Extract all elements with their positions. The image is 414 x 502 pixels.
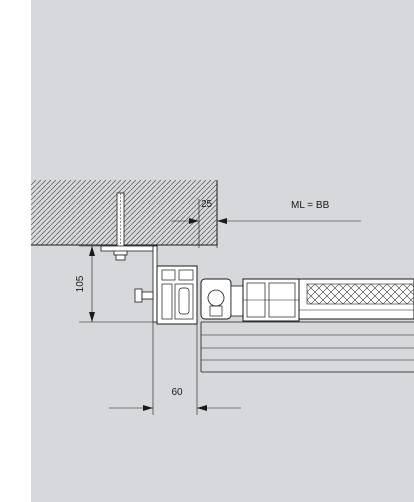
- door-leaf-profile: [242, 278, 300, 322]
- drawing-panel: 25 ML = BB 105 60: [31, 0, 414, 502]
- dimension-label-60: 60: [171, 387, 183, 398]
- dimension-label-25: 25: [201, 199, 213, 210]
- dimension-label-105: 105: [75, 275, 86, 292]
- insulated-panel: [298, 278, 414, 320]
- dimension-ml-bb: 25 ML = BB: [171, 199, 361, 248]
- technical-drawing: 25 ML = BB 105 60: [31, 180, 414, 415]
- dimension-label-ml-bb: ML = BB: [291, 200, 330, 211]
- dimension-height: 105: [75, 245, 157, 323]
- thermal-break: [200, 278, 244, 320]
- opening-lines: [200, 321, 414, 373]
- frame-profile: [156, 265, 198, 325]
- mounting-angle: [100, 245, 158, 323]
- bracket-screw: [134, 288, 154, 303]
- dimension-width: 60: [109, 322, 241, 415]
